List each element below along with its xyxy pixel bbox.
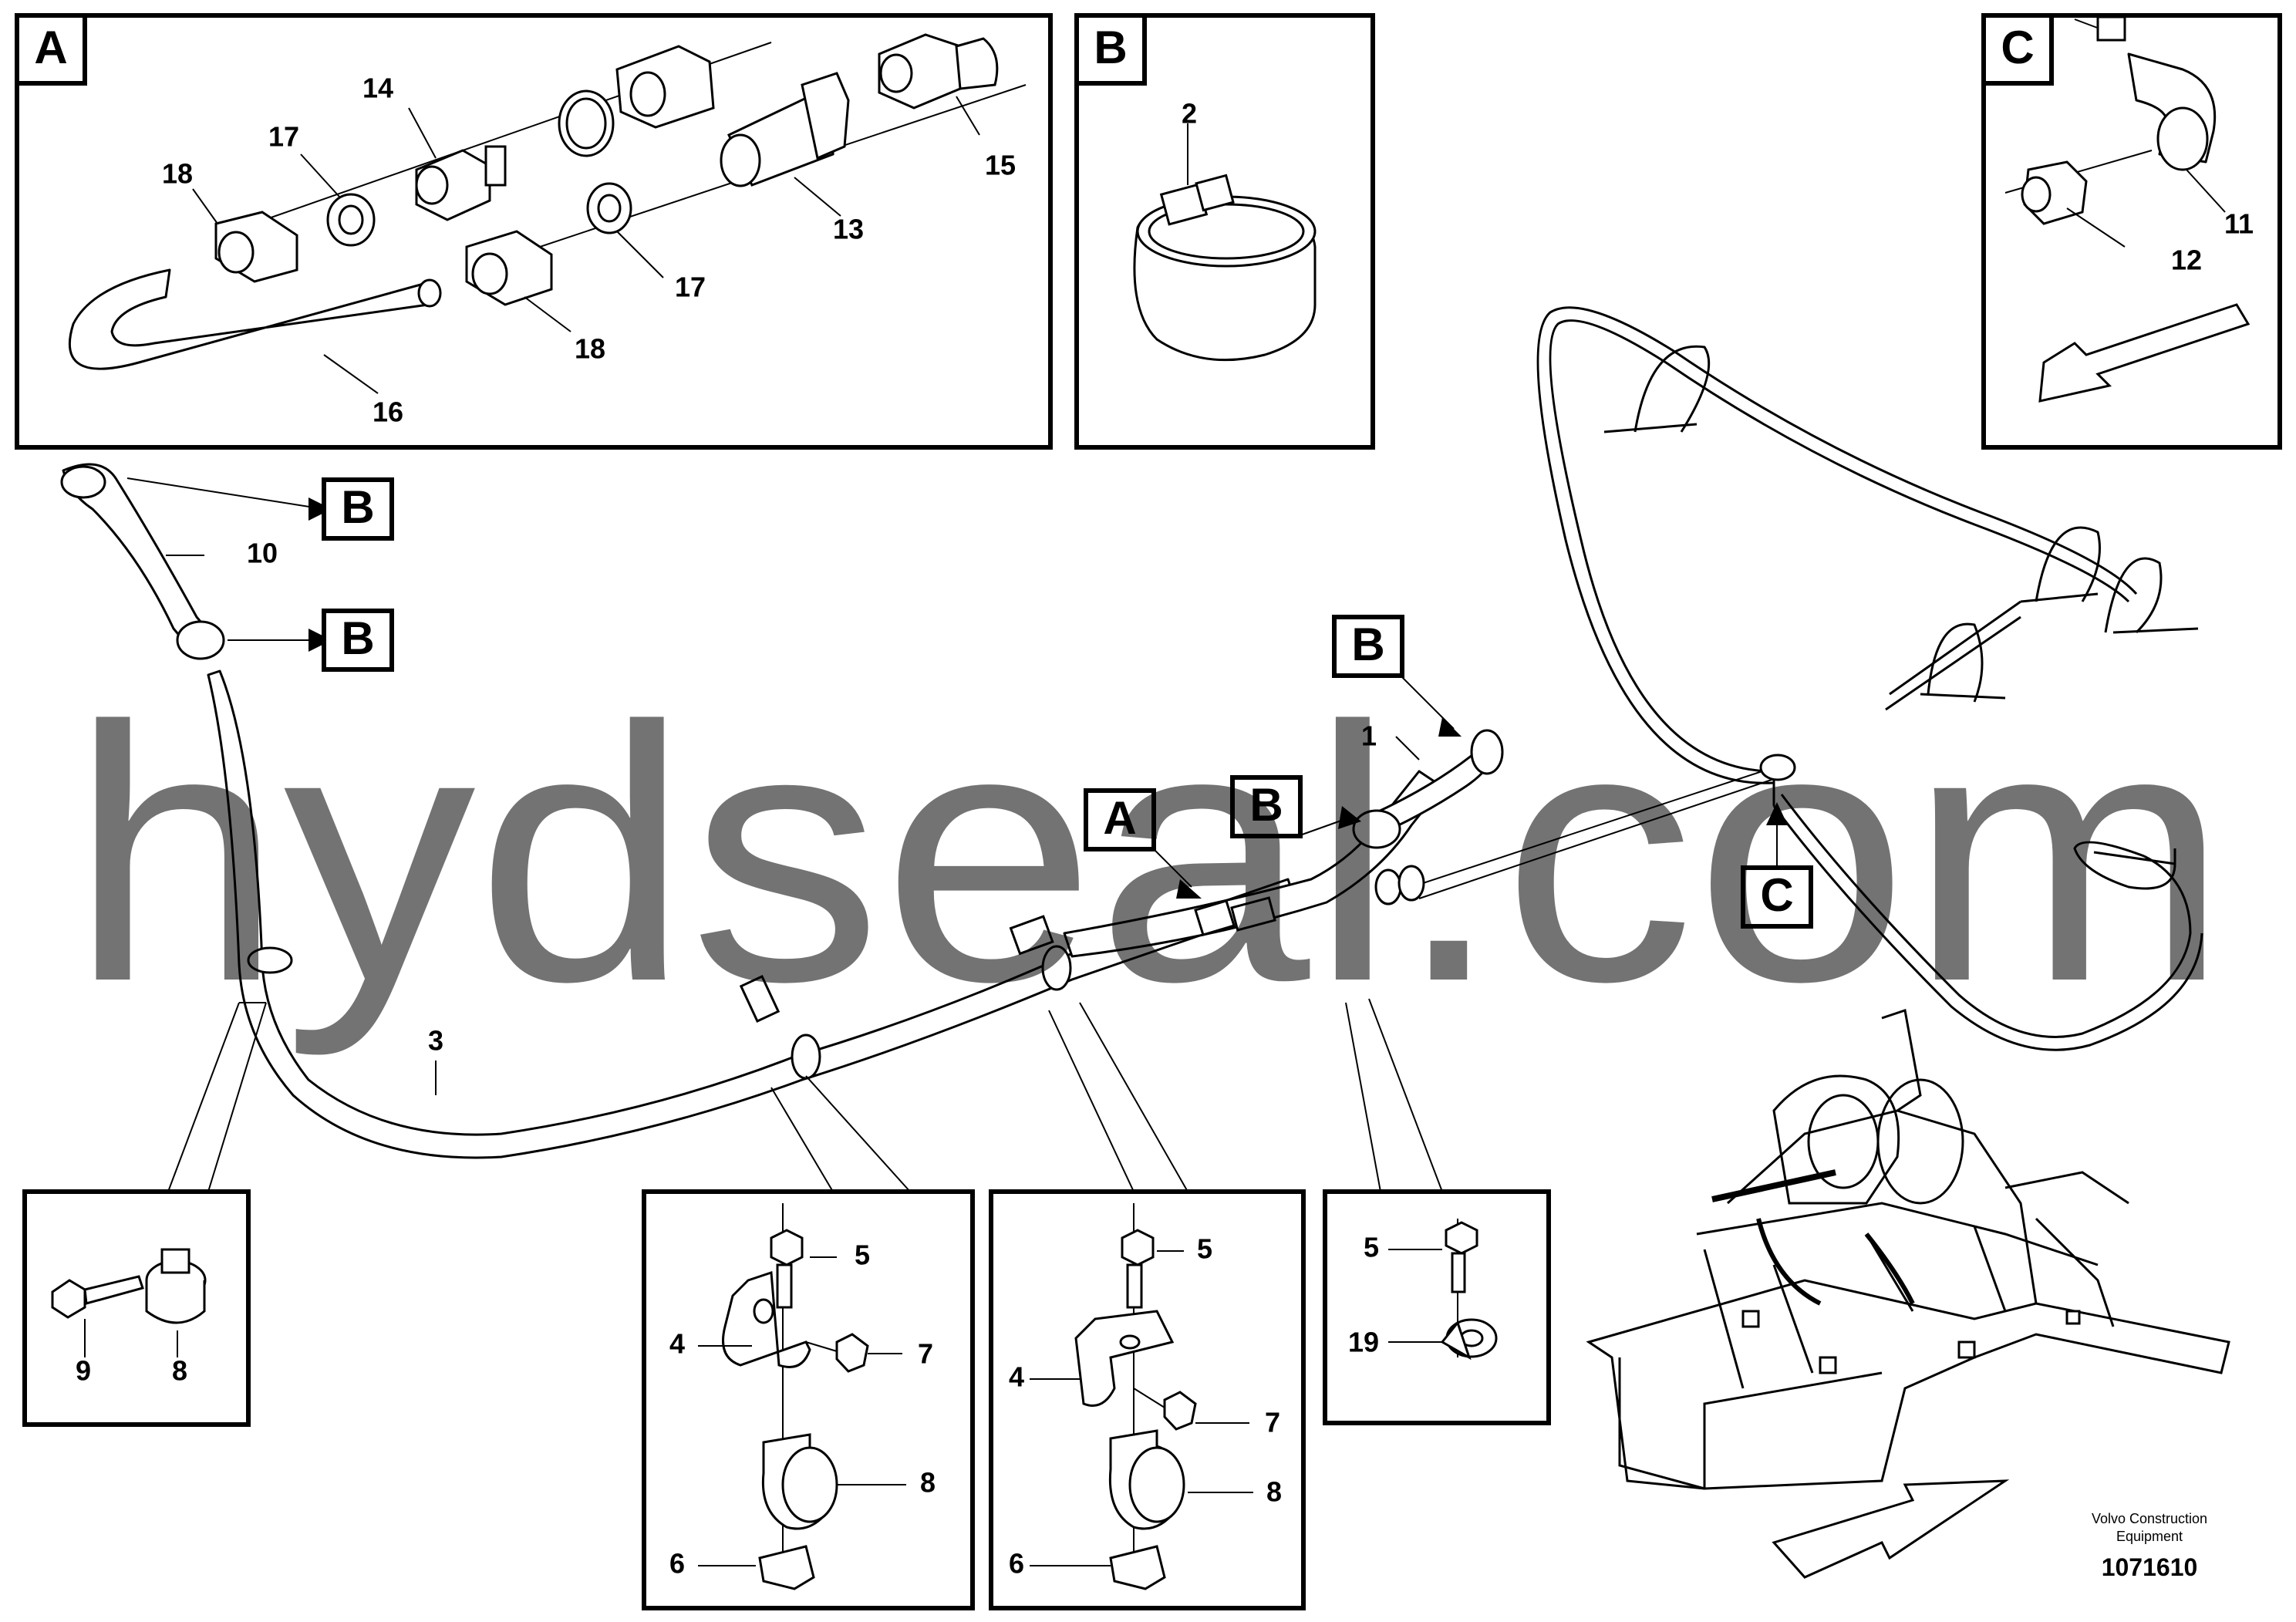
label-4-box3: 4 — [1009, 1361, 1024, 1393]
document-number: 1071610 — [2102, 1553, 2198, 1581]
footer-line-2: Equipment — [2116, 1529, 2183, 1544]
label-1: 1 — [1361, 720, 1377, 752]
label-7-box3: 7 — [1265, 1407, 1280, 1438]
footer-line-1: Volvo Construction — [2092, 1511, 2207, 1526]
label-17: 17 — [268, 121, 299, 153]
detail-box-bracket-left — [642, 1075, 975, 1610]
callout-a: A — [1103, 792, 1136, 844]
label-2: 2 — [1182, 98, 1197, 130]
watermark: hydseal.com — [69, 652, 2229, 1059]
label-18-right: 18 — [575, 333, 605, 365]
label-19: 19 — [1348, 1327, 1379, 1358]
callout-b-right: B — [1351, 619, 1384, 670]
detail-box-bracket-right — [989, 1002, 1306, 1610]
detail-box-clip — [22, 1002, 267, 1427]
label-7: 7 — [918, 1338, 933, 1370]
label-18: 18 — [162, 158, 193, 190]
label-8-box2: 8 — [920, 1467, 936, 1499]
detail-panel-a: A — [15, 13, 1053, 450]
hose-clamp-drawing — [1133, 123, 1317, 362]
label-9: 9 — [76, 1355, 91, 1387]
callouts: B B B B A C — [126, 477, 1813, 1095]
detail-panel-b: B 2 — [1074, 13, 1375, 450]
label-5-box4: 5 — [1364, 1232, 1379, 1263]
callout-b-mid: B — [341, 612, 374, 664]
panel-c-letter: C — [2001, 22, 2034, 73]
panel-b-letter: B — [1094, 22, 1127, 73]
label-4: 4 — [669, 1328, 685, 1360]
callout-b-left: B — [1249, 779, 1283, 831]
label-16: 16 — [373, 396, 403, 428]
label-5: 5 — [855, 1239, 870, 1271]
panel-a-drawing — [69, 33, 1027, 394]
panel-a-letter: A — [34, 22, 67, 73]
main-hose-assembly — [60, 306, 2203, 1159]
label-3: 3 — [428, 1025, 443, 1057]
footer: Volvo Construction Equipment 1071610 — [2092, 1511, 2207, 1581]
label-12: 12 — [2171, 244, 2202, 276]
callout-b-top: B — [341, 481, 374, 533]
label-8-box3: 8 — [1266, 1476, 1282, 1508]
label-11: 11 — [2224, 208, 2254, 240]
panel-c-drawing — [2004, 15, 2250, 403]
label-10: 10 — [247, 538, 278, 569]
label-13: 13 — [833, 214, 864, 245]
label-6: 6 — [669, 1548, 685, 1580]
label-5-box3: 5 — [1197, 1233, 1212, 1265]
callout-c: C — [1760, 869, 1793, 921]
label-17-right: 17 — [675, 271, 706, 303]
detail-panel-c: C 11 12 — [1981, 13, 2282, 450]
label-15: 15 — [985, 150, 1016, 181]
label-8: 8 — [172, 1355, 187, 1387]
label-14: 14 — [362, 73, 393, 104]
machine-overview — [1586, 1009, 2230, 1579]
label-6-box3: 6 — [1009, 1548, 1024, 1580]
detail-box-grommet — [1323, 998, 1551, 1425]
